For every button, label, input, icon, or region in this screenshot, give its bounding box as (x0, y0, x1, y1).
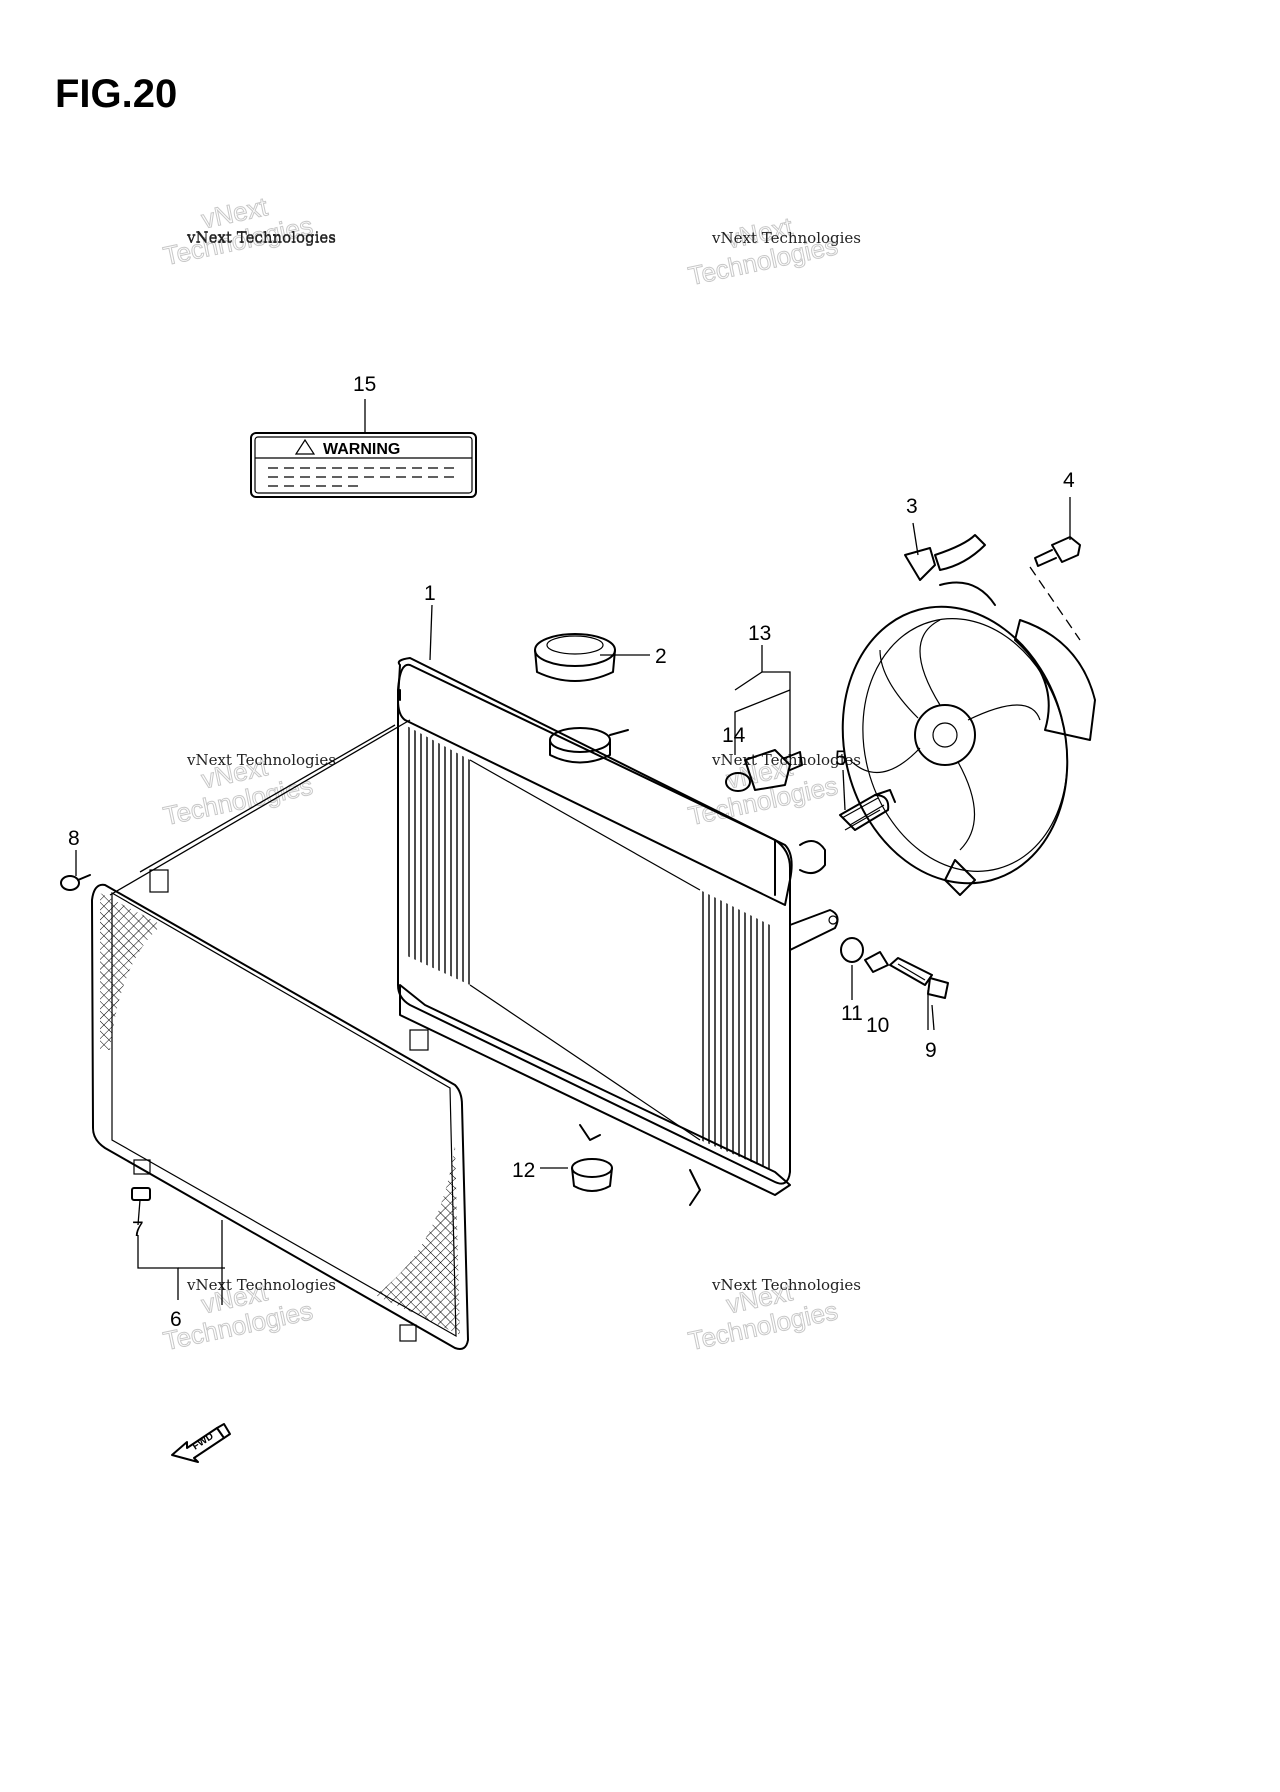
radiator-mount-hardware (840, 937, 949, 999)
thermo-switch (725, 749, 803, 792)
o-ring (725, 772, 751, 792)
callout-9: 9 (925, 1039, 937, 1062)
callout-10: 10 (866, 1014, 889, 1037)
callout-8: 8 (68, 827, 80, 850)
callout-numbers: 1 2 3 4 5 6 7 8 9 10 11 12 13 14 15 (68, 373, 1075, 1331)
radiator (397, 657, 839, 1206)
callout-1: 1 (424, 582, 436, 605)
callout-14: 14 (722, 724, 746, 747)
watermark-text: vNext Technologies (186, 751, 336, 769)
warning-triangle-icon (294, 438, 316, 455)
watermark-text: vNext Technologies (186, 1276, 336, 1294)
fwd-arrow-icon: FWD (171, 1423, 231, 1463)
radiator-shroud (91, 869, 469, 1350)
shroud-bolt (60, 874, 91, 891)
radiator-hose (839, 789, 896, 831)
fan-mount-bolt (1029, 536, 1081, 641)
callout-15: 15 (353, 373, 376, 396)
callout-6: 6 (170, 1308, 182, 1331)
figure-title: FIG.20 (55, 72, 178, 116)
callout-11: 11 (841, 1002, 863, 1025)
warning-label: WARNING (250, 432, 477, 498)
watermark-text: vNext Technologies (711, 229, 861, 247)
callout-7: 7 (132, 1218, 144, 1241)
callout-5: 5 (835, 747, 847, 770)
radiator-cap (534, 633, 616, 682)
shroud-clip (131, 1187, 151, 1201)
watermark-text: vNext Technologies (186, 228, 336, 246)
callout-3: 3 (906, 495, 918, 518)
warning-label-text: WARNING (323, 441, 400, 458)
watermark-text: vNext Technologies (186, 229, 336, 247)
callout-13: 13 (748, 622, 771, 645)
leader-lines (75, 399, 1071, 1305)
callout-12: 12 (512, 1159, 535, 1182)
cooling-fan-assembly (841, 534, 1096, 896)
bottom-grommet (571, 1158, 613, 1192)
callout-2: 2 (655, 645, 667, 668)
watermark-text: vNext Technologies (711, 1276, 861, 1294)
callout-4: 4 (1063, 469, 1075, 492)
fwd-arrow-text: FWD (191, 1431, 216, 1453)
